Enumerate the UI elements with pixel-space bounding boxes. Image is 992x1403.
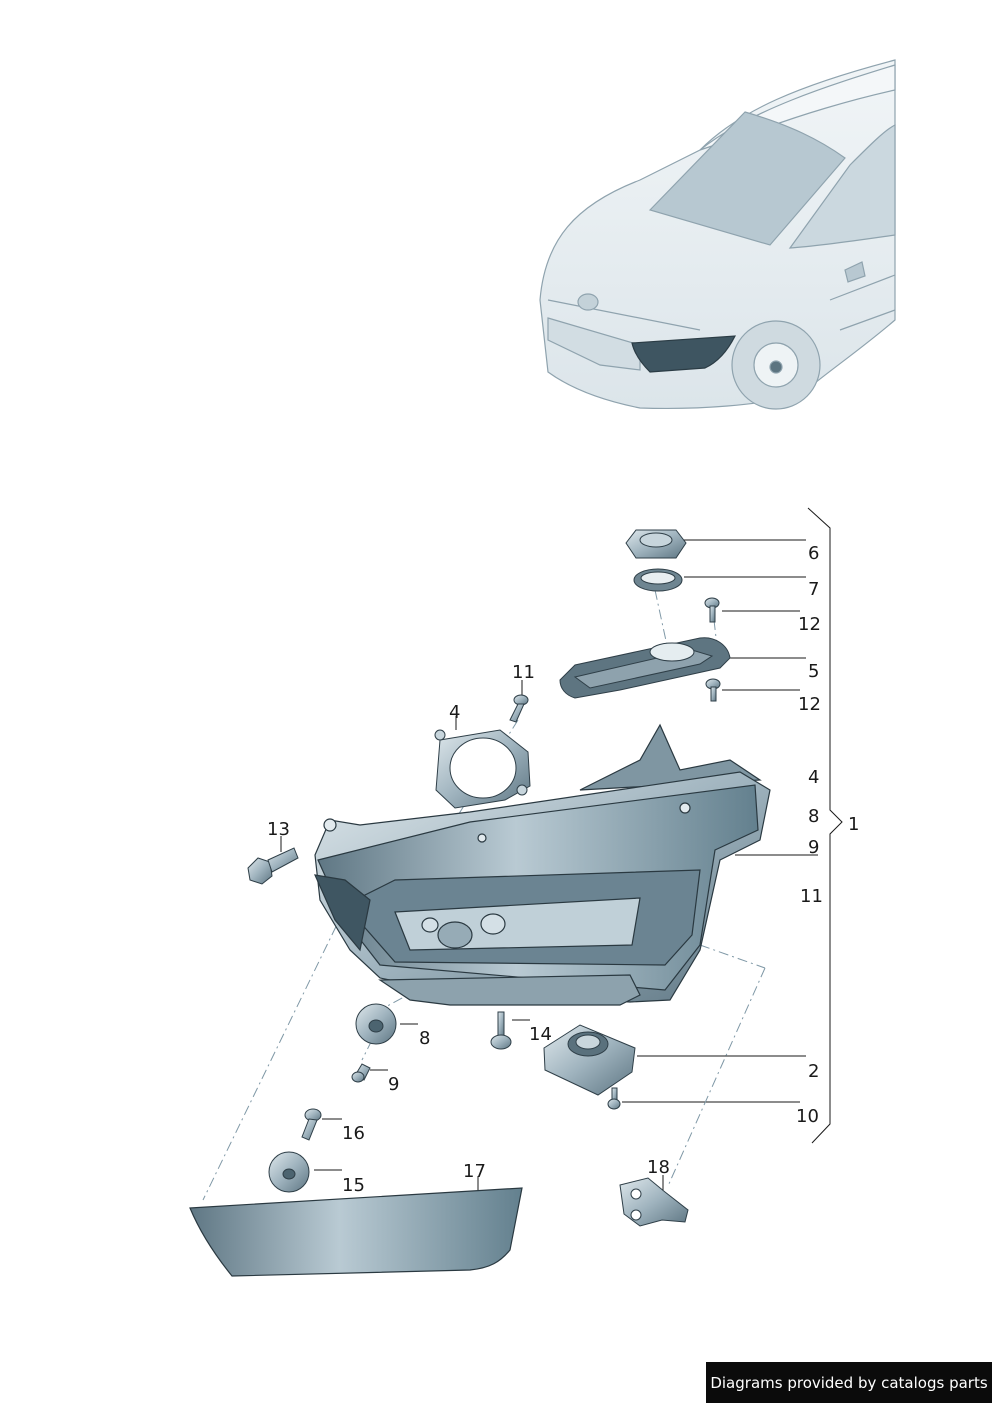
screw-part-9 xyxy=(351,1063,371,1083)
callout-9-list: 9 xyxy=(808,837,819,858)
callout-2: 2 xyxy=(808,1061,819,1082)
callout-labels: 6 7 12 5 12 4 8 9 11 1 2 10 11 4 13 8 9 … xyxy=(267,543,859,1196)
callout-18: 18 xyxy=(647,1157,670,1178)
car-bumper xyxy=(547,317,641,371)
mounting-ring-part-4 xyxy=(434,729,531,809)
car-logo xyxy=(577,293,599,311)
callout-17: 17 xyxy=(463,1161,486,1182)
callout-13: 13 xyxy=(267,819,290,840)
callout-12-bottom: 12 xyxy=(798,694,821,715)
car-door-line xyxy=(829,274,896,331)
screw-part-11 xyxy=(509,694,529,723)
callout-7: 7 xyxy=(808,579,819,600)
callout-1: 1 xyxy=(848,814,859,835)
screw-part-14 xyxy=(490,1011,512,1050)
callout-10: 10 xyxy=(796,1106,819,1127)
callout-4-list: 4 xyxy=(808,767,819,788)
screw-part-12-top xyxy=(704,597,720,623)
callout-15: 15 xyxy=(342,1175,365,1196)
callout-8: 8 xyxy=(419,1028,430,1049)
callout-11-list: 11 xyxy=(800,886,823,907)
grommet-part-8 xyxy=(355,1003,397,1045)
sensor-part-18 xyxy=(619,1177,689,1227)
car-mirror xyxy=(844,261,866,283)
cover-plate-part-5 xyxy=(559,637,731,699)
callout-11: 11 xyxy=(512,662,535,683)
seal-ring-part-7 xyxy=(633,568,683,592)
screw-part-12-bottom xyxy=(705,678,721,702)
car-windshield xyxy=(648,111,846,246)
car-wheel-center xyxy=(769,360,783,374)
grommet-part-15 xyxy=(268,1151,310,1193)
screw-part-10 xyxy=(607,1087,621,1110)
callout-9: 9 xyxy=(388,1074,399,1095)
trim-strip-part-17 xyxy=(189,1187,523,1277)
cap-part-6 xyxy=(625,529,687,559)
car-side-window xyxy=(788,124,896,249)
callout-8-list: 8 xyxy=(808,806,819,827)
group-bracket xyxy=(807,507,843,1144)
screw-part-16 xyxy=(301,1108,322,1141)
leader-lines xyxy=(280,539,818,1190)
callout-12-top: 12 xyxy=(798,614,821,635)
callout-5: 5 xyxy=(808,661,819,682)
headlight-assembly-part-1 xyxy=(313,723,771,1006)
callout-14: 14 xyxy=(529,1024,552,1045)
callout-6: 6 xyxy=(808,543,819,564)
callout-16: 16 xyxy=(342,1123,365,1144)
credit-banner: Diagrams provided by catalogs parts xyxy=(706,1362,992,1403)
car-illustration xyxy=(539,59,896,410)
car-hood-line xyxy=(547,299,701,331)
car-headlight xyxy=(631,335,737,373)
control-module-part-2 xyxy=(543,1024,636,1096)
bolt-part-13 xyxy=(247,847,299,885)
callout-4: 4 xyxy=(449,702,460,723)
